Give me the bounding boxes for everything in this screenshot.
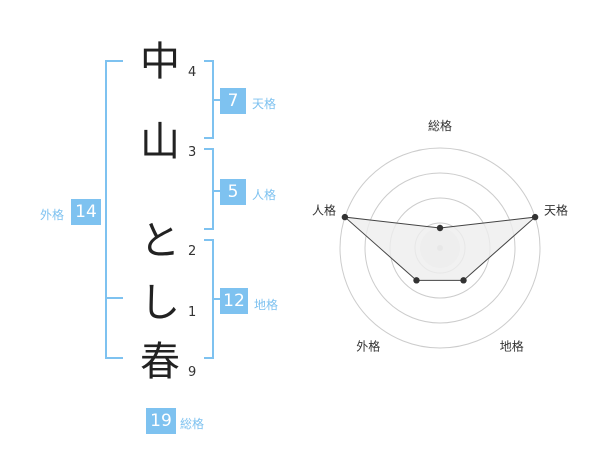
- name-char-3: と: [140, 218, 180, 264]
- radar-point-2: [531, 213, 539, 221]
- gaikaku-value-box: 14: [71, 199, 101, 225]
- name-char-5: 春: [140, 339, 180, 385]
- jinkaku-label: 人格: [252, 188, 277, 202]
- tenkaku-label: 天格: [252, 97, 277, 111]
- stroke-count-5: 9: [188, 365, 197, 380]
- radar-axis-label-1: 総格: [428, 118, 452, 133]
- radar-axis-label-4: 外格: [356, 339, 380, 354]
- chikaku-value-box: 12: [220, 288, 248, 314]
- tenkaku-value-box: 7: [220, 88, 246, 114]
- radar-ring-4: [339, 147, 541, 349]
- chikaku-bracket: [204, 239, 214, 359]
- stroke-count-3: 2: [188, 244, 197, 259]
- stroke-count-4: 1: [188, 305, 197, 320]
- radar-point-1: [436, 224, 444, 232]
- chikaku-label: 地格: [254, 298, 279, 312]
- name-char-2: 山: [140, 119, 180, 165]
- radar-polygon: [343, 216, 537, 281]
- chikaku-connector: [214, 298, 220, 300]
- radar-axis-label-3: 地格: [500, 339, 524, 354]
- tenkaku-connector: [214, 99, 220, 101]
- name-char-1: 中: [140, 39, 180, 85]
- radar-axis-label-2: 天格: [544, 202, 568, 217]
- soukaku-value-box: 19: [146, 408, 176, 434]
- jinkaku-value-box: 5: [220, 179, 246, 205]
- jinkaku-bracket: [204, 148, 214, 230]
- jinkaku-connector: [214, 190, 220, 192]
- stroke-count-1: 4: [188, 65, 197, 80]
- tenkaku-bracket: [204, 60, 214, 139]
- radar-point-4: [413, 277, 420, 284]
- gaikaku-bracket-divider: [105, 297, 123, 299]
- gaikaku-label: 外格: [40, 208, 65, 222]
- stroke-count-2: 3: [188, 145, 197, 160]
- radar-point-3: [460, 277, 467, 284]
- radar-axis-label-5: 人格: [312, 202, 336, 217]
- gaikaku-bracket: [105, 60, 123, 359]
- radar-ring-3: [364, 172, 516, 324]
- name-char-4: し: [140, 280, 180, 326]
- soukaku-label: 総格: [180, 417, 205, 431]
- radar-point-5: [341, 213, 349, 221]
